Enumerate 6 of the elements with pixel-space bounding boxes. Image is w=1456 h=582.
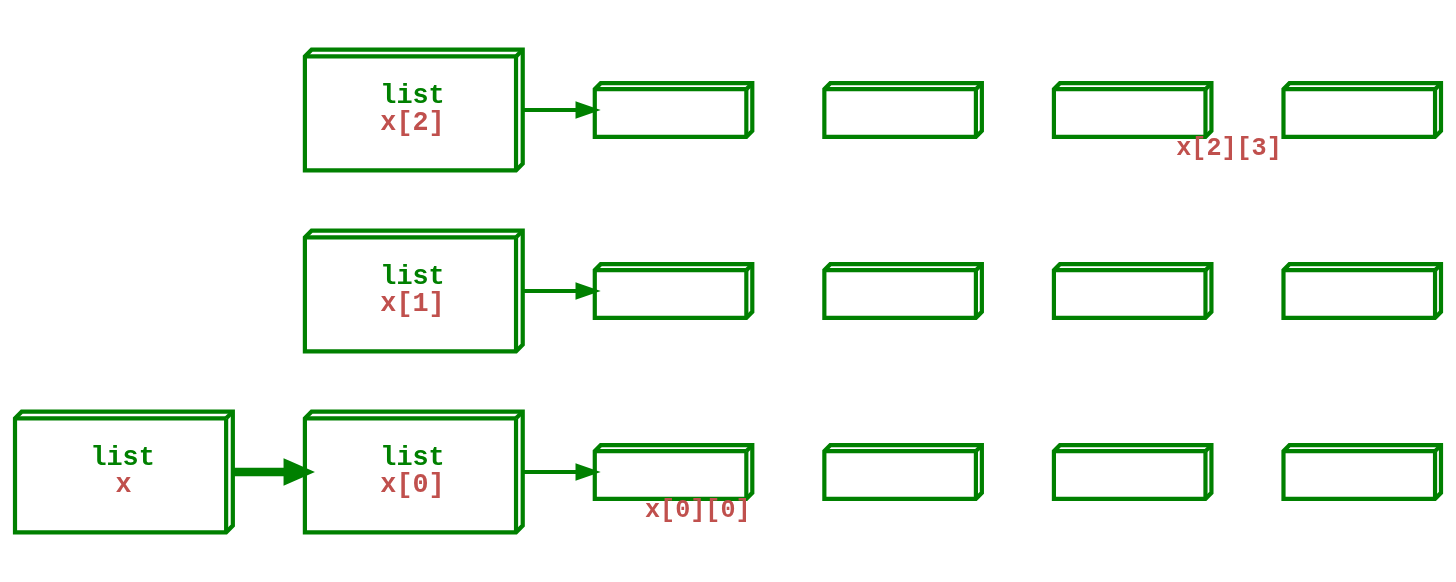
arrow (233, 458, 315, 486)
arrow (523, 101, 601, 119)
node-label: x[2][3] (1176, 134, 1282, 164)
node-label: x[0][0] (645, 496, 751, 526)
arrow (523, 282, 601, 300)
arrow (523, 463, 601, 481)
